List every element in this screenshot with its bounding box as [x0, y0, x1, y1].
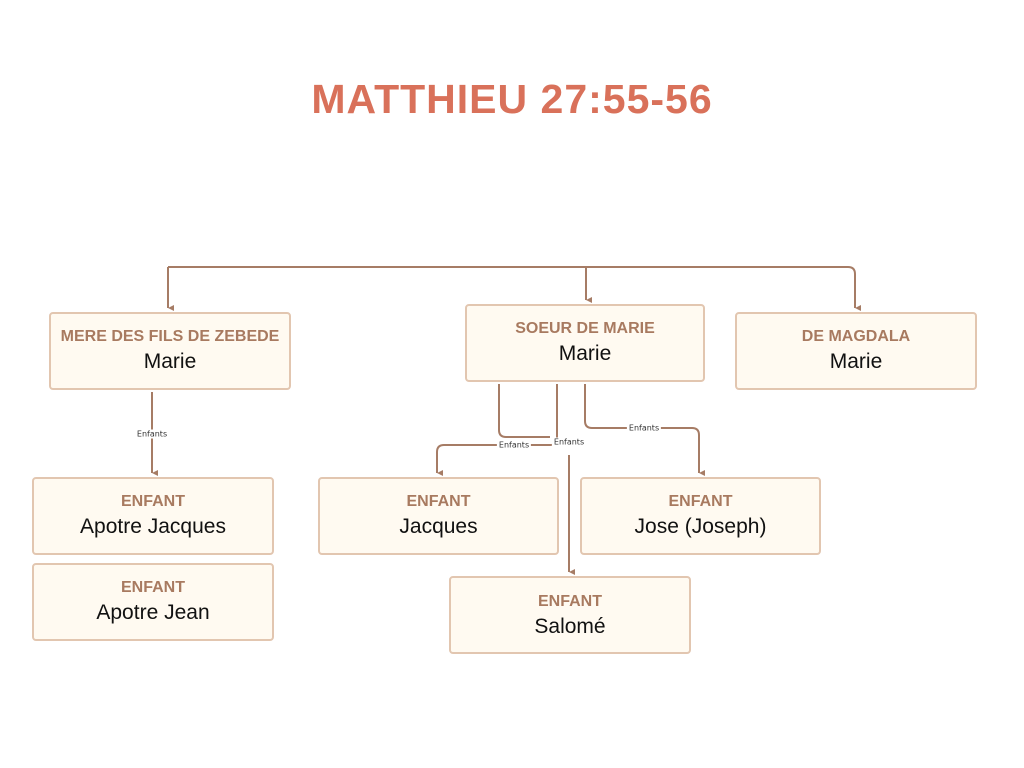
edge-label: Enfants [134, 429, 170, 439]
connector-jacques-a [498, 384, 550, 438]
edge-label: Enfants [626, 423, 662, 433]
node-name: Marie [143, 350, 197, 373]
node-jose[interactable]: ENFANT Jose (Joseph) [580, 477, 821, 555]
node-name: Salomé [534, 615, 606, 638]
node-role: SOEUR DE MARIE [515, 320, 655, 337]
top-connector [168, 266, 855, 308]
node-jacques[interactable]: ENFANT Jacques [318, 477, 559, 555]
node-role: DE MAGDALA [801, 328, 911, 345]
connector-jacques [436, 384, 558, 473]
edge-label: Enfants [551, 437, 587, 447]
node-role: ENFANT [121, 579, 185, 596]
node-role: ENFANT [406, 493, 471, 510]
node-marie-magdala[interactable]: DE MAGDALA Marie [735, 312, 977, 390]
node-name: Marie [558, 342, 612, 365]
node-role: ENFANT [538, 593, 602, 610]
node-name: Jose (Joseph) [634, 515, 767, 538]
node-name: Apotre Jacques [80, 515, 226, 538]
page-title: MATTHIEU 27:55-56 [311, 76, 713, 122]
node-role: MERE DES FILS DE ZEBEDE [60, 328, 280, 345]
edge-label: Enfants [496, 440, 532, 450]
node-name: Apotre Jean [96, 601, 210, 624]
node-role: ENFANT [668, 493, 733, 510]
node-name: Marie [829, 350, 883, 373]
node-marie-zebede[interactable]: MERE DES FILS DE ZEBEDE Marie [49, 312, 291, 390]
node-apotre-jacques[interactable]: ENFANT Apotre Jacques [32, 477, 274, 555]
node-role: ENFANT [121, 493, 185, 510]
node-name: Jacques [399, 515, 478, 538]
node-salome[interactable]: ENFANT Salomé [449, 576, 691, 654]
node-marie-soeur[interactable]: SOEUR DE MARIE Marie [465, 304, 705, 382]
node-apotre-jean[interactable]: ENFANT Apotre Jean [32, 563, 274, 641]
